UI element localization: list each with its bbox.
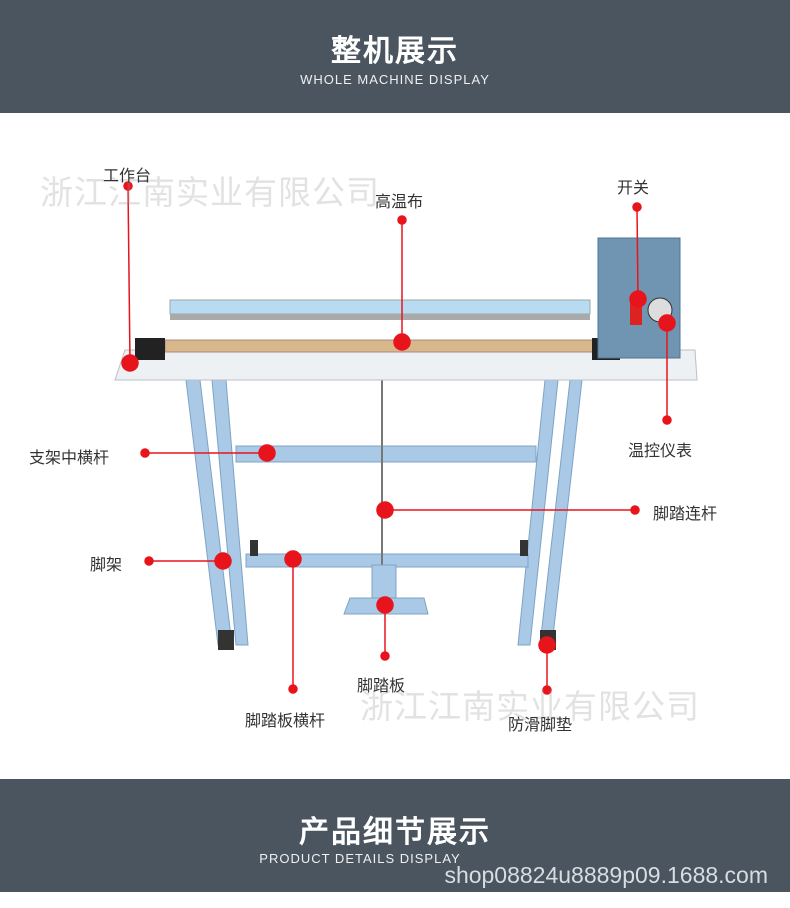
label-worktable: 工作台 bbox=[103, 166, 152, 185]
marker-dot bbox=[376, 501, 394, 519]
marker-dot bbox=[288, 684, 298, 694]
label-heat-cloth: 高温布 bbox=[375, 192, 424, 211]
marker-dot bbox=[397, 215, 407, 225]
footer-title: 产品细节展示 bbox=[299, 815, 491, 850]
marker-dot bbox=[140, 448, 150, 458]
marker-dot bbox=[658, 314, 676, 332]
marker-dot bbox=[376, 596, 394, 614]
marker-dot bbox=[380, 651, 390, 661]
marker-dot bbox=[144, 556, 154, 566]
marker-dot bbox=[538, 636, 556, 654]
marker-dot bbox=[393, 333, 411, 351]
watermark: 浙江江南实业有限公司 bbox=[40, 173, 380, 212]
label-pedal-crossbar: 脚踏板横杆 bbox=[245, 711, 326, 730]
worktable-top bbox=[114, 237, 698, 381]
marker-dot bbox=[121, 354, 139, 372]
header-subtitle: WHOLE MACHINE DISPLAY bbox=[300, 72, 490, 87]
marker-dot bbox=[258, 444, 276, 462]
label-stand: 脚架 bbox=[90, 555, 123, 574]
footer-banner: 产品细节展示 PRODUCT DETAILS DISPLAY shop08824… bbox=[0, 779, 790, 892]
footer-subtitle: PRODUCT DETAILS DISPLAY bbox=[259, 851, 461, 866]
label-anti-slip-pad: 防滑脚垫 bbox=[508, 715, 573, 734]
label-pedal-link: 脚踏连杆 bbox=[653, 504, 718, 523]
marker-dot bbox=[629, 290, 647, 308]
header-banner: 整机展示 WHOLE MACHINE DISPLAY bbox=[0, 0, 790, 113]
marker-dot bbox=[284, 550, 302, 568]
header-title: 整机展示 bbox=[331, 34, 459, 69]
marker-dot bbox=[632, 202, 642, 212]
marker-dot bbox=[662, 415, 672, 425]
label-pedal: 脚踏板 bbox=[357, 676, 406, 695]
marker-dot bbox=[630, 505, 640, 515]
callout-markers bbox=[121, 181, 676, 695]
watermark: 浙江江南实业有限公司 bbox=[360, 687, 700, 726]
marker-dot bbox=[123, 181, 133, 191]
marker-dot bbox=[214, 552, 232, 570]
shop-url: shop08824u8889p09.1688.com bbox=[444, 862, 768, 888]
stand-frame bbox=[185, 379, 583, 650]
label-switch: 开关 bbox=[617, 178, 650, 197]
label-thermostat: 温控仪表 bbox=[628, 441, 693, 460]
marker-dot bbox=[542, 685, 552, 695]
label-frame-crossbar: 支架中横杆 bbox=[29, 448, 110, 467]
